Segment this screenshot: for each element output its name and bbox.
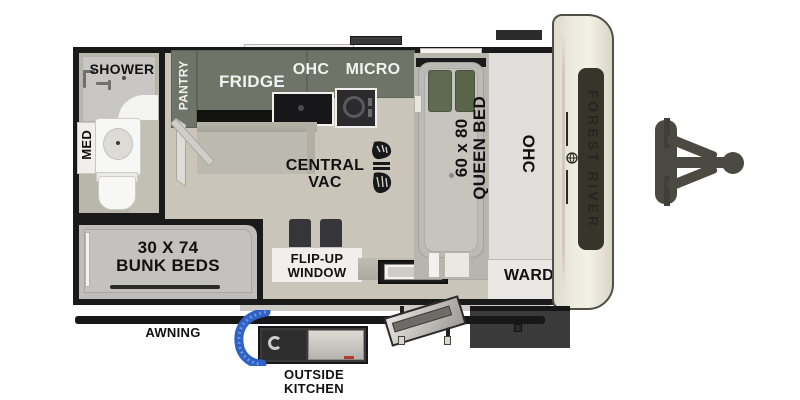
awning-label: AWNING [145, 325, 201, 340]
step-foot-left [398, 336, 405, 345]
roof-ac-unit-icon [496, 30, 542, 40]
counter-side [307, 122, 315, 174]
cooktop-burner-icon [298, 105, 304, 111]
entry-door-window [388, 267, 438, 277]
pantry-label: PANTRY [176, 60, 191, 111]
kitchen-countertop [197, 122, 317, 132]
forest-river-logo-icon [566, 152, 578, 164]
boot-print-icon [372, 141, 392, 193]
hitch-coupler-icon [722, 152, 744, 174]
bed-center-marker [449, 173, 454, 178]
microwave-dial-icon [343, 96, 365, 118]
toilet-icon [98, 176, 136, 210]
outside-kitchen-indicator [344, 356, 354, 359]
step-foot-right [444, 336, 451, 345]
central-vac-label: CENTRAL VAC [285, 157, 365, 191]
bed-foot-cabinet-right [444, 252, 470, 278]
bunk-ladder-rail [85, 232, 90, 287]
medicine-cabinet [77, 122, 96, 174]
dinette-seat-right [320, 219, 342, 253]
shower-drain-icon [122, 76, 126, 80]
bathroom-divider-wall [73, 213, 165, 219]
kitchen-ohc-label: OHC [292, 61, 330, 78]
shower-head-icon [83, 70, 95, 73]
rear-chassis-trim [470, 306, 570, 311]
front-cap-window [578, 68, 604, 250]
bunk-beds-label: 30 X 74 BUNK BEDS [116, 238, 220, 275]
bed-foot-cabinet-left [428, 252, 440, 278]
hitch-jack-bottom [664, 176, 670, 206]
microwave-button-icon [368, 98, 372, 106]
bunk-mattress [84, 229, 252, 293]
front-cap-stripe [562, 36, 565, 286]
pillow-right [455, 70, 475, 112]
microwave-button2-icon [368, 109, 372, 117]
flip-up-window-callout [271, 247, 363, 283]
flip-up-window-label: FLIP-UP WINDOW [287, 251, 347, 280]
shower-arm-icon [108, 80, 111, 90]
awning-bar [75, 316, 545, 324]
nightstand-left [414, 95, 422, 113]
fridge-label: FRIDGE [218, 72, 286, 91]
sink-drain-icon [116, 141, 120, 145]
outside-kitchen-hook-icon [268, 336, 282, 350]
bunk-safety-rail [110, 285, 220, 289]
kitchen-counter-body [197, 130, 315, 174]
outside-kitchen-label: OUTSIDE KITCHEN [284, 367, 344, 396]
brand-accent-line-top [566, 112, 568, 146]
coiled-hose-icon [234, 310, 271, 366]
wardrobe-label: WARD [503, 267, 555, 284]
bedroom-front-window [420, 48, 482, 54]
hitch-beam [668, 157, 730, 168]
outside-kitchen-appliance [308, 330, 364, 360]
bedroom-ohc-label: OHC [518, 134, 538, 174]
medicine-cabinet-label: MED [79, 129, 95, 160]
pantry-cabinet [171, 50, 197, 128]
microwave-label: MICRO [345, 61, 401, 78]
shower-label: SHOWER [89, 61, 155, 77]
pillow-left [428, 70, 452, 112]
brand-accent-line-bottom [566, 170, 568, 204]
forest-river-brand-label: FOREST RIVER [585, 89, 602, 230]
hitch-jack-top [664, 118, 670, 148]
shower-riser-icon [83, 72, 86, 88]
queen-bed-label: 60 x 80 QUEEN BED [452, 95, 489, 200]
dinette-seat-left [289, 219, 311, 253]
underbelly-band [240, 305, 550, 311]
rear-chassis-fitting [514, 324, 522, 332]
roof-vent-icon [350, 36, 402, 45]
shower-valve-icon [96, 82, 110, 85]
